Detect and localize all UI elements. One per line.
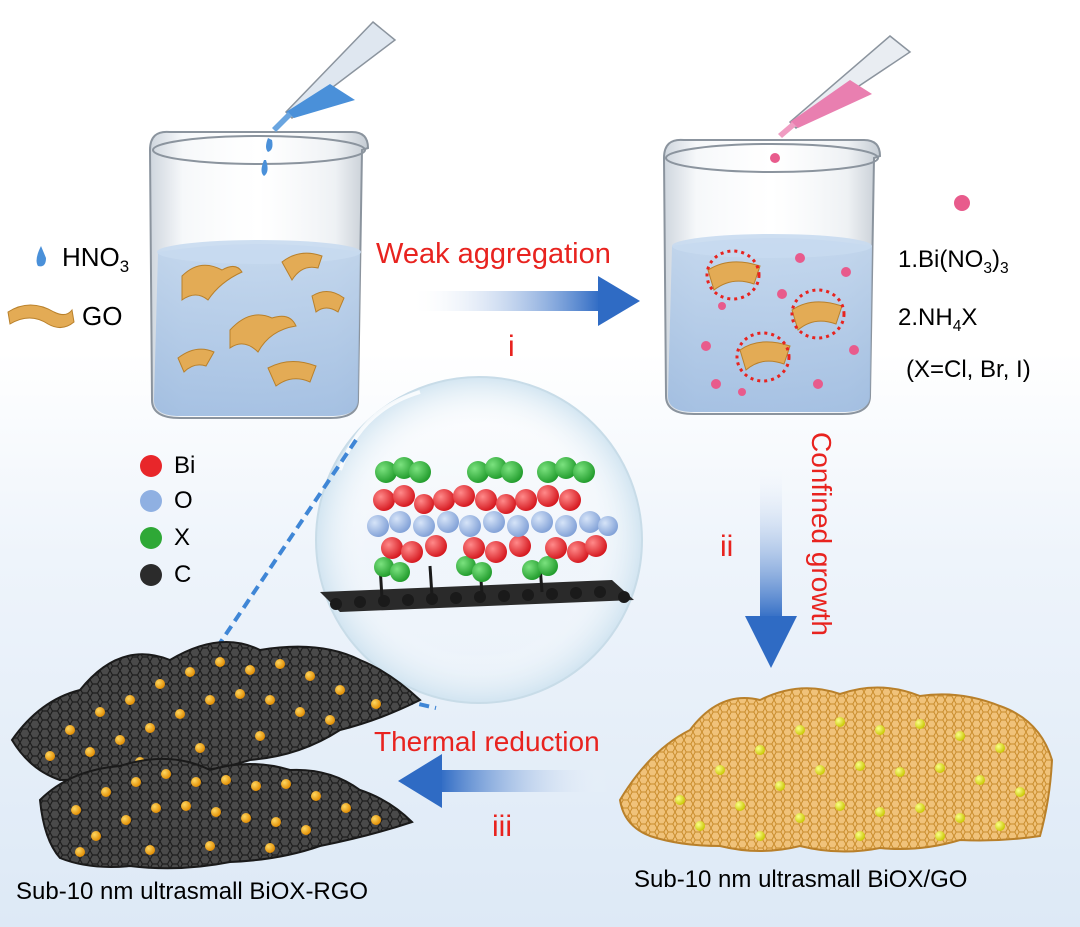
aggregated-go — [707, 261, 843, 371]
halide-note: (X=Cl, Br, I) — [906, 356, 1031, 383]
c-atom-icon — [140, 564, 162, 586]
o-atom-icon — [140, 490, 162, 512]
step-i-numeral: i — [508, 330, 515, 363]
pipette-left — [261, 20, 397, 176]
hno3-label: HNO3 — [62, 242, 130, 277]
arrow-step-iii — [398, 754, 610, 808]
droplet-icon — [36, 246, 46, 267]
legend-o: O — [140, 487, 193, 515]
beaker-right — [662, 138, 882, 415]
pipette-right — [770, 35, 912, 163]
go-sheet-product — [618, 686, 1054, 853]
legend-c: C — [140, 561, 191, 589]
reagent-ammonium-halide: 2.NH4X — [898, 304, 978, 335]
arrow-step-i — [410, 276, 640, 326]
product-left-label: Sub-10 nm ultrasmall BiOX-RGO — [16, 878, 369, 905]
arrow-step-ii — [745, 460, 797, 668]
go-flakes — [177, 252, 345, 387]
rgo-sheet-top — [10, 641, 422, 782]
reagent-bi-nitrate: 1.Bi(NO3)3 — [898, 246, 1009, 277]
bi-atom-icon — [140, 455, 162, 477]
bi-ions — [701, 253, 859, 396]
go-label: GO — [82, 301, 123, 331]
step-iii-numeral: iii — [492, 810, 512, 843]
legend-bi: Bi — [140, 452, 195, 480]
step-i-label: Weak aggregation — [376, 238, 611, 270]
step-ii-numeral: ii — [720, 530, 734, 563]
bi-ion-symbol — [954, 195, 970, 211]
legend-x: X — [140, 524, 190, 552]
go-sheet-icon — [7, 304, 75, 328]
step-iii-label: Thermal reduction — [374, 726, 600, 757]
x-atom-icon — [140, 527, 162, 549]
rgo-sheet-bottom — [38, 757, 414, 870]
step-ii-label: Confined growth — [806, 432, 837, 636]
aggregation-circles — [705, 249, 846, 383]
beaker-left — [148, 130, 370, 419]
crystal-model — [320, 457, 634, 612]
product-right-label: Sub-10 nm ultrasmall BiOX/GO — [634, 866, 968, 893]
